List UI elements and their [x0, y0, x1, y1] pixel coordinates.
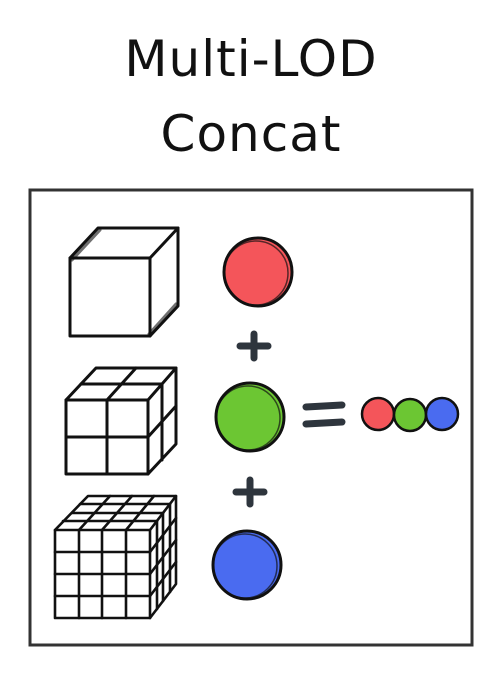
feature-circle-green [214, 381, 286, 453]
cube-lod-2 [64, 366, 178, 476]
concat-result [360, 396, 460, 433]
feature-circle-blue [211, 529, 283, 601]
plus-operator-1 [236, 330, 272, 362]
cube-lod-3 [53, 494, 178, 620]
equals-operator [302, 401, 346, 428]
title-line-2: Concat [160, 105, 342, 163]
feature-circle-red [222, 236, 294, 308]
plus-operator-2 [232, 476, 268, 508]
cube-lod-1 [68, 226, 180, 338]
title-line-1: Multi-LOD [124, 30, 378, 88]
diagram-frame [28, 188, 474, 647]
